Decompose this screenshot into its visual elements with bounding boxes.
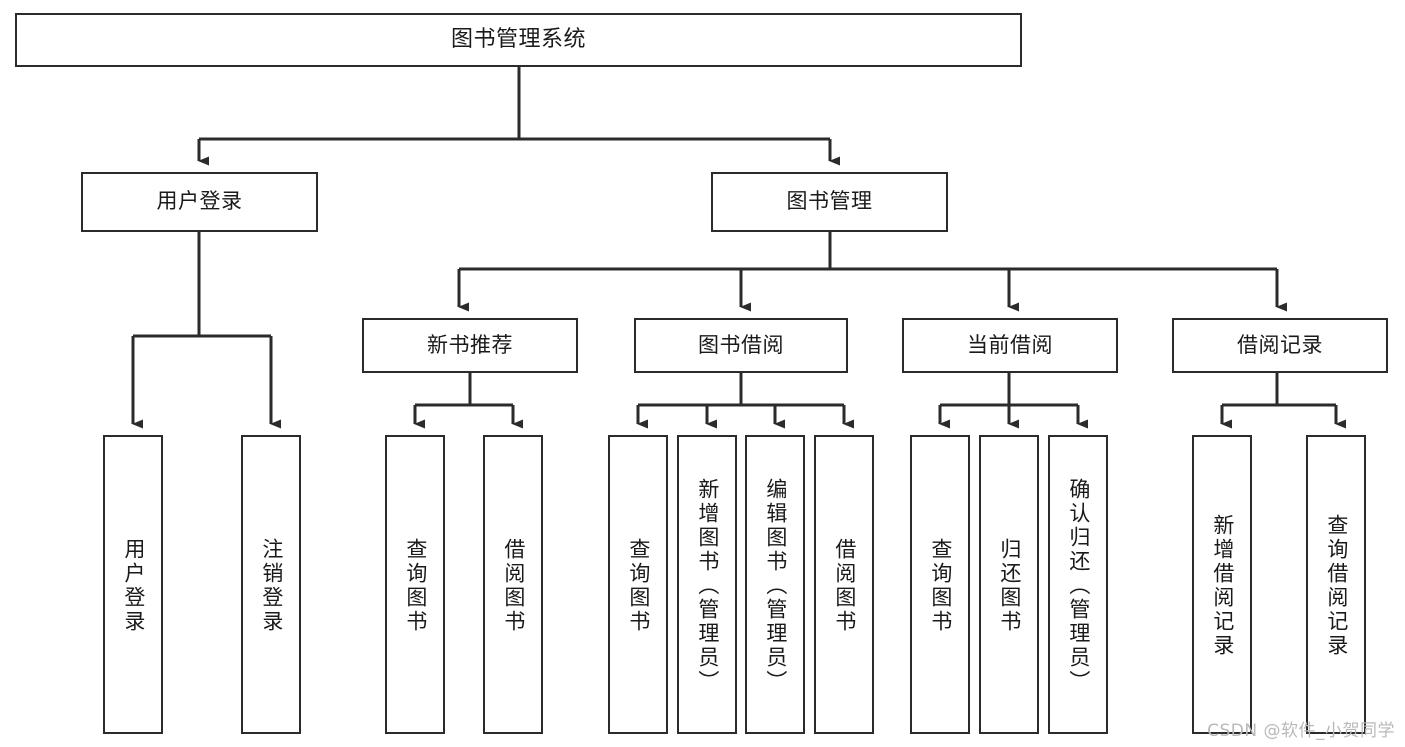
leaf-newbook-query-book-cell: 查询图书 [387, 439, 443, 732]
leaf-current-return-book-label: 归还图书 [997, 537, 1022, 634]
node-root-label: 图书管理系统 [450, 26, 586, 52]
leaf-record-query-record-cell: 查询借阅记录 [1308, 439, 1364, 732]
leaf-record-query-record[interactable]: 查询借阅记录 [1306, 435, 1366, 734]
leaf-borrow-query-book-label: 查询图书 [626, 537, 651, 634]
leaf-record-query-record-label: 查询借阅记录 [1324, 513, 1349, 658]
node-book-management-label: 图书管理 [786, 189, 873, 214]
leaf-user-login-signin-cell: 用户登录 [105, 439, 161, 732]
leaf-borrow-lend-book-label: 借阅图书 [832, 537, 857, 634]
leaf-user-login-signout-label: 注销登录 [259, 537, 284, 634]
leaf-borrow-edit-book-admin[interactable]: 编辑图书（管理员） [745, 435, 805, 734]
leaf-newbook-borrow-book-label: 借阅图书 [501, 537, 526, 634]
leaf-newbook-borrow-book-cell: 借阅图书 [485, 439, 541, 732]
leaf-borrow-query-book[interactable]: 查询图书 [608, 435, 668, 734]
leaf-current-query-book-cell: 查询图书 [912, 439, 968, 732]
leaf-newbook-borrow-book[interactable]: 借阅图书 [483, 435, 543, 734]
leaf-borrow-lend-book-cell: 借阅图书 [816, 439, 872, 732]
node-borrow-record[interactable]: 借阅记录 [1172, 318, 1388, 373]
leaf-record-add-record[interactable]: 新增借阅记录 [1192, 435, 1252, 734]
leaf-newbook-query-book-label: 查询图书 [403, 537, 428, 634]
leaf-record-add-record-cell: 新增借阅记录 [1194, 439, 1250, 732]
leaf-borrow-add-book-admin-cell: 新增图书（管理员） [679, 439, 735, 732]
node-user-login[interactable]: 用户登录 [81, 172, 318, 232]
leaf-current-confirm-return-admin-label: 确认归还（管理员） [1066, 477, 1091, 694]
leaf-current-return-book[interactable]: 归还图书 [979, 435, 1039, 734]
leaf-current-confirm-return-admin-cell: 确认归还（管理员） [1050, 439, 1106, 732]
leaf-user-login-signout-cell: 注销登录 [243, 439, 299, 732]
node-current-borrow[interactable]: 当前借阅 [902, 318, 1118, 373]
leaf-borrow-edit-book-admin-label: 编辑图书（管理员） [763, 477, 788, 694]
leaf-user-login-signin[interactable]: 用户登录 [103, 435, 163, 734]
leaf-user-login-signin-label: 用户登录 [121, 537, 146, 634]
leaf-current-return-book-cell: 归还图书 [981, 439, 1037, 732]
leaf-borrow-edit-book-admin-cell: 编辑图书（管理员） [747, 439, 803, 732]
node-book-borrow[interactable]: 图书借阅 [634, 318, 848, 373]
leaf-newbook-query-book[interactable]: 查询图书 [385, 435, 445, 734]
leaf-current-query-book-label: 查询图书 [928, 537, 953, 634]
node-book-management[interactable]: 图书管理 [711, 172, 948, 232]
node-borrow-record-label: 借阅记录 [1237, 332, 1323, 357]
leaf-current-query-book[interactable]: 查询图书 [910, 435, 970, 734]
leaf-current-confirm-return-admin[interactable]: 确认归还（管理员） [1048, 435, 1108, 734]
leaf-user-login-signout[interactable]: 注销登录 [241, 435, 301, 734]
node-root-book-management-system[interactable]: 图书管理系统 [15, 13, 1022, 67]
leaf-borrow-lend-book[interactable]: 借阅图书 [814, 435, 874, 734]
leaf-borrow-add-book-admin[interactable]: 新增图书（管理员） [677, 435, 737, 734]
node-new-book-recommend[interactable]: 新书推荐 [362, 318, 578, 373]
leaf-borrow-query-book-cell: 查询图书 [610, 439, 666, 732]
leaf-borrow-add-book-admin-label: 新增图书（管理员） [695, 477, 720, 694]
node-current-borrow-label: 当前借阅 [967, 332, 1053, 357]
node-user-login-label: 用户登录 [156, 189, 243, 214]
leaf-record-add-record-label: 新增借阅记录 [1210, 513, 1235, 658]
node-new-book-recommend-label: 新书推荐 [427, 332, 513, 357]
node-book-borrow-label: 图书借阅 [698, 332, 784, 357]
